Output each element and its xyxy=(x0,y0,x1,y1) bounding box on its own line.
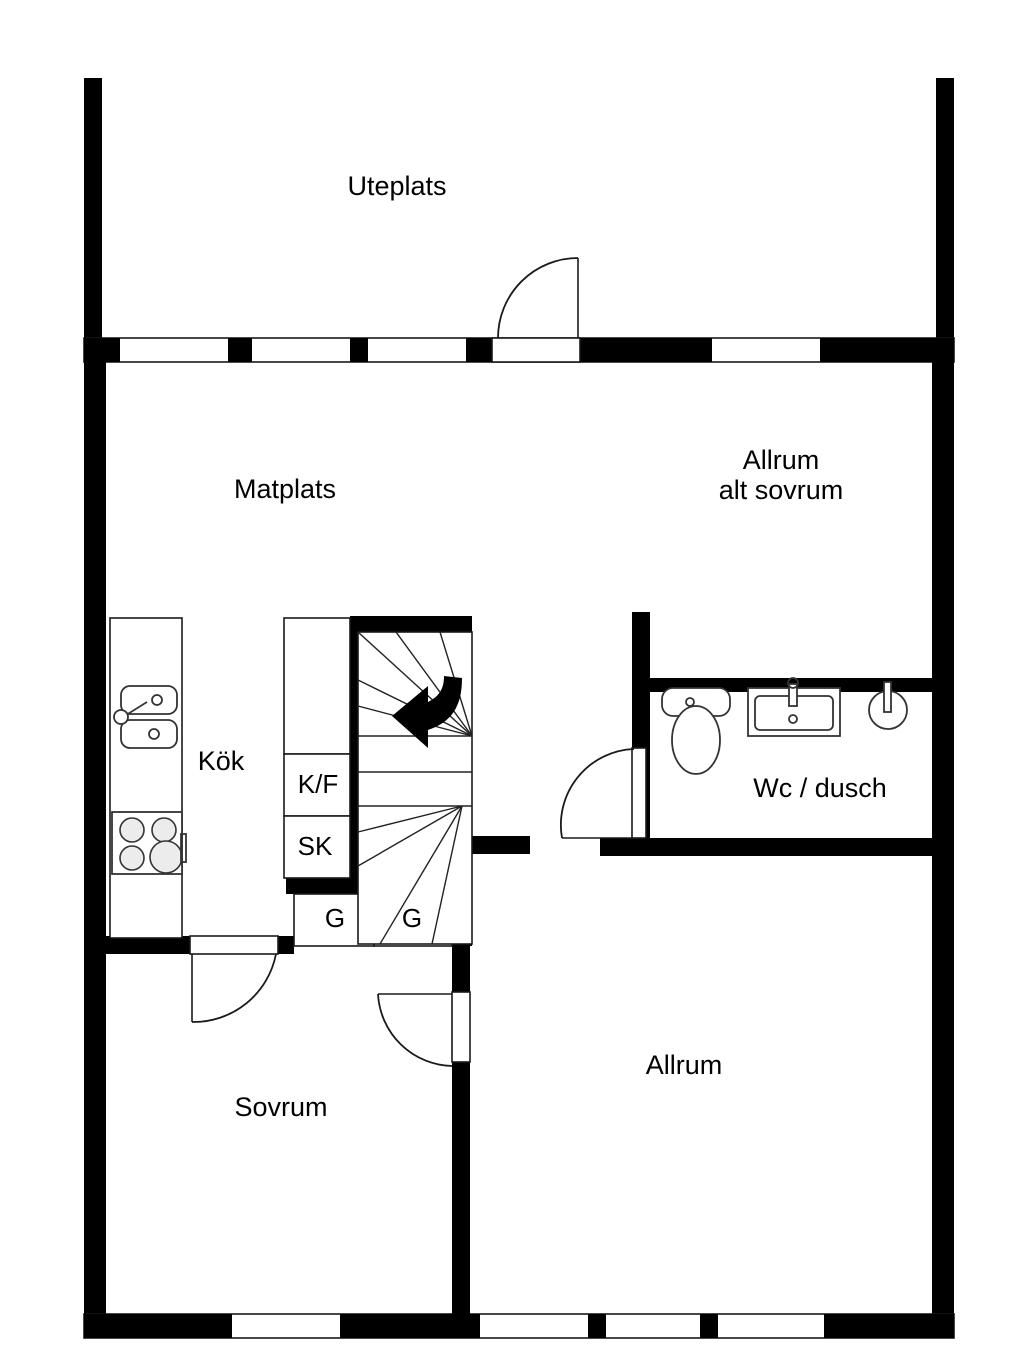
sink-basin-upper xyxy=(120,685,178,715)
door-kitchen[interactable] xyxy=(189,935,279,1023)
winder-u4 xyxy=(395,631,473,737)
stair-left-wall xyxy=(350,616,358,878)
cooktop-burner-2 xyxy=(151,817,177,843)
stair-top-wall xyxy=(350,616,472,632)
top-wall-seg-6 xyxy=(820,338,954,362)
stair-straight-treads xyxy=(358,771,472,807)
bottom-wall-seg-1 xyxy=(84,1314,232,1338)
room-label-sovrum: Sovrum xyxy=(234,1092,327,1122)
sink-drain-lower xyxy=(148,728,160,740)
door-bedroom[interactable] xyxy=(377,991,471,1067)
sink-icon xyxy=(113,685,178,749)
winder-u1 xyxy=(357,631,473,737)
toilet-icon xyxy=(661,687,731,775)
bottom-wall-seg-4 xyxy=(700,1314,718,1338)
room-label-uteplats: Uteplats xyxy=(347,171,446,201)
room-label-wc: Wc / dusch xyxy=(753,773,887,803)
kitchen-counter-run xyxy=(109,617,183,939)
bottom-exterior-wall xyxy=(83,1313,955,1339)
fixture-label-g1: G xyxy=(325,903,345,933)
left-exterior-wall xyxy=(84,338,106,1338)
sink-drain-upper xyxy=(151,694,163,706)
bathroom-fixtures xyxy=(661,677,908,775)
stair-lower-winders xyxy=(357,805,463,945)
room-label-kok: Kök xyxy=(198,746,245,776)
right-exterior-wall xyxy=(932,338,954,1338)
fixture-label-g2: G xyxy=(402,903,422,933)
top-wall-seg-2 xyxy=(228,338,252,362)
door-bathroom[interactable] xyxy=(559,747,647,839)
bottom-wall-seg-3 xyxy=(588,1314,606,1338)
bathroom-door-leaf xyxy=(631,747,647,839)
kitchen-door-swing-arc xyxy=(191,953,277,1023)
bathroom-walls xyxy=(600,612,934,856)
bathroom-door-swing-arc xyxy=(559,748,635,839)
hall-stub-wall xyxy=(470,836,530,854)
kitchen-door-opening xyxy=(189,935,279,955)
exterior-walls xyxy=(84,338,954,1338)
fixture-label-kf: K/F xyxy=(298,769,338,799)
toilet-bowl xyxy=(671,705,721,775)
room-label-allrum-alt-sub: alt sovrum xyxy=(719,475,844,505)
kitchen-counter xyxy=(109,617,187,939)
tall-unit-upper xyxy=(283,617,351,755)
washbasin-faucet xyxy=(788,683,798,707)
top-wall-seg-5 xyxy=(580,338,712,362)
wc-bottom-wall xyxy=(600,838,934,856)
fridge-freezer-unit xyxy=(283,753,351,817)
shower-icon xyxy=(868,681,908,730)
bottom-wall-seg-5 xyxy=(824,1314,954,1338)
cooktop-icon xyxy=(111,811,187,875)
bedroom-door-leaf xyxy=(451,991,471,1063)
cooktop-burner-3 xyxy=(119,845,145,871)
top-exterior-wall xyxy=(83,337,955,363)
washbasin-icon xyxy=(747,677,841,737)
washbasin-faucet-head xyxy=(787,677,799,689)
patio-right-wall xyxy=(936,78,954,350)
fixture-label-sk: SK xyxy=(298,831,333,861)
winder-l1 xyxy=(357,805,463,833)
bedroom-door-swing-arc xyxy=(377,993,453,1067)
washbasin-drain xyxy=(788,714,798,724)
patio-door-swing-arc xyxy=(497,257,579,339)
top-wall-seg-4 xyxy=(466,338,492,362)
tall-units xyxy=(283,617,351,879)
winder-l4 xyxy=(431,805,463,945)
cooktop-burner-1 xyxy=(119,817,145,843)
patio-left-wall xyxy=(84,78,102,350)
staircase xyxy=(357,631,473,945)
toilet-flush-button xyxy=(685,697,695,707)
patio-walls xyxy=(84,78,954,350)
stair-direction-arrow-icon xyxy=(392,676,462,748)
shower-riser xyxy=(883,681,892,713)
room-label-matplats: Matplats xyxy=(234,474,336,504)
door-patio[interactable] xyxy=(491,257,581,363)
patio-door-leaf-opening xyxy=(491,337,581,363)
cooktop-burner-4 xyxy=(149,840,183,874)
winder-l2 xyxy=(357,805,463,867)
top-wall-seg-3 xyxy=(350,338,368,362)
stair-arrow-glyph xyxy=(392,676,462,748)
room-label-allrum-alt: Allrum xyxy=(743,445,820,475)
winder-l3 xyxy=(379,805,463,945)
room-label-allrum: Allrum xyxy=(646,1050,723,1080)
sink-faucet-base xyxy=(113,709,129,725)
oven-handle xyxy=(180,833,187,863)
storage-cabinet-unit xyxy=(283,815,351,879)
